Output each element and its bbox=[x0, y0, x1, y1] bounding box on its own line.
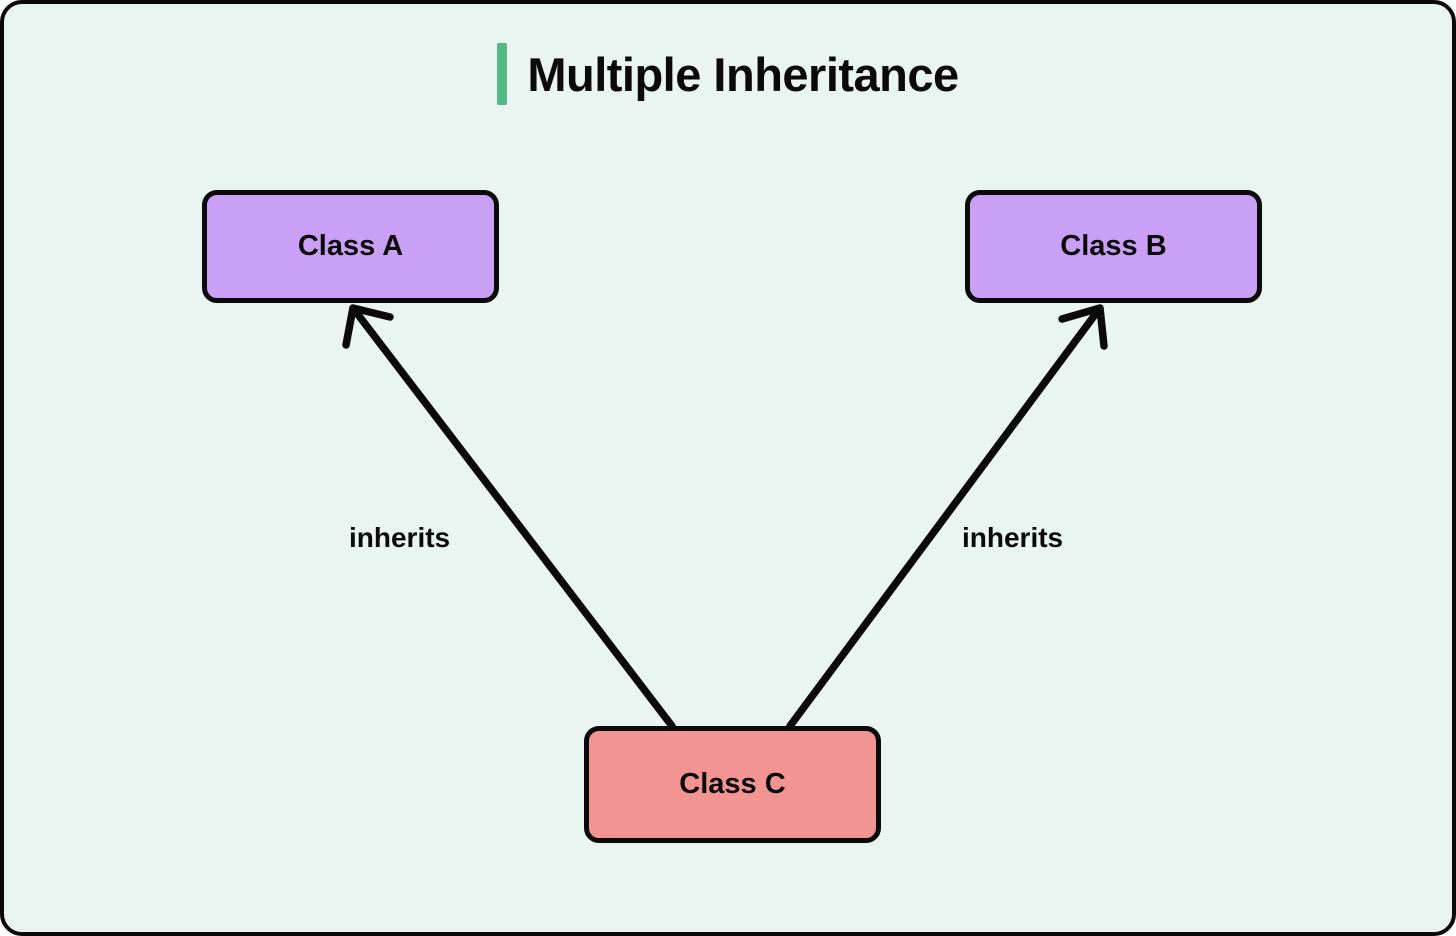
arrowhead-c-to-b bbox=[1058, 304, 1108, 350]
edge-label-c-to-a: inherits bbox=[349, 522, 451, 553]
class-node-b[interactable]: Class B bbox=[965, 190, 1262, 303]
class-node-c-label: Class C bbox=[679, 768, 786, 800]
arrowhead-c-to-a bbox=[342, 304, 394, 349]
edge-label-c-to-b: inherits bbox=[962, 522, 1064, 553]
class-node-b-label: Class B bbox=[1060, 230, 1167, 262]
edge-line-c-to-b bbox=[786, 308, 1101, 730]
diagram-title: Multiple Inheritance bbox=[4, 34, 1452, 114]
title-accent-bar bbox=[497, 43, 508, 105]
page-title: Multiple Inheritance bbox=[527, 47, 959, 101]
class-node-a[interactable]: Class A bbox=[202, 190, 499, 303]
edge-line-c-to-a bbox=[352, 308, 676, 730]
class-node-a-label: Class A bbox=[297, 230, 404, 262]
class-node-c[interactable]: Class C bbox=[584, 726, 881, 843]
